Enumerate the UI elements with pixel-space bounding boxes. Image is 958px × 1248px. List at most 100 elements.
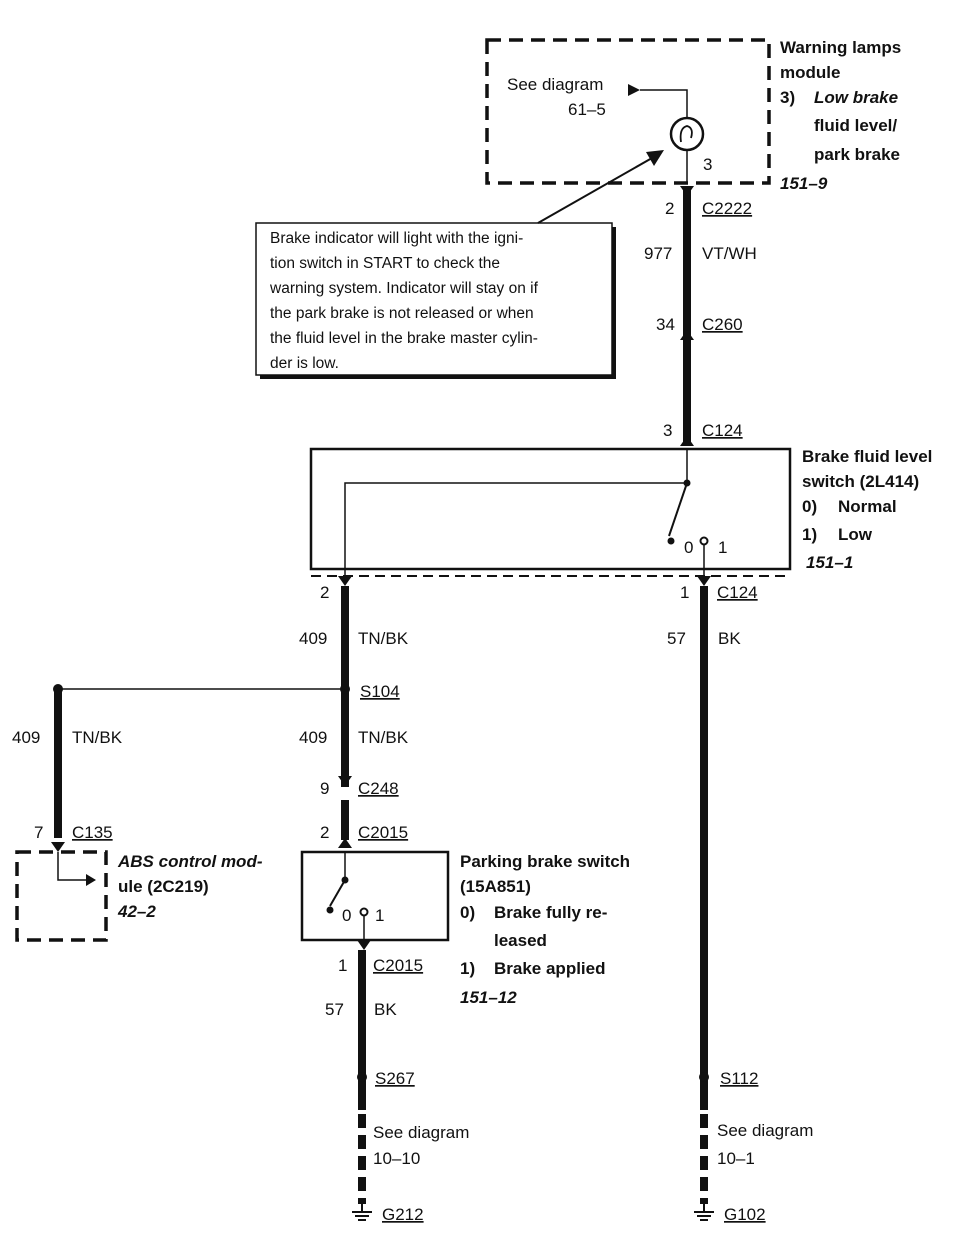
wire-409-middle-number: 409 [299, 728, 327, 747]
fluid-switch-state-1-num: 1) [802, 525, 817, 544]
left-see-diagram-ref: 10–10 [373, 1149, 420, 1168]
connector-c2222-arrow-icon [680, 186, 694, 196]
lamp-filament-icon [679, 125, 693, 143]
c124-top-pin: 3 [663, 421, 672, 440]
c260-label: C260 [702, 315, 743, 334]
c2222-label: C2222 [702, 199, 752, 218]
wire-57-left-color: BK [374, 1000, 397, 1019]
c248-pin: 9 [320, 779, 329, 798]
c135-arrow-icon [51, 842, 65, 852]
warning-module-state-line-3: park brake [814, 145, 900, 164]
c248-arrow-icon [338, 776, 352, 786]
brake-fluid-level-switch-box [309, 447, 792, 571]
note-line-4: the park brake is not released or when [270, 305, 534, 322]
warning-module-title-2: module [780, 63, 840, 82]
c124-bottom-label: C124 [717, 583, 758, 602]
fluid-switch-state-1-text: Low [838, 525, 873, 544]
c135-pin: 7 [34, 823, 43, 842]
wire-57-right-number: 57 [667, 629, 686, 648]
parking-switch-state-0-text-2: leased [494, 931, 547, 950]
note-box [255, 222, 613, 376]
c124-right-arrow-icon [697, 576, 711, 586]
note-callout-arrowhead-icon [646, 150, 664, 166]
note-line-2: tion switch in START to check the [270, 255, 500, 272]
ground-g102-label: G102 [724, 1205, 766, 1224]
fluid-switch-contact-1 [699, 536, 709, 546]
parking-switch-state-1-text: Brake applied [494, 959, 606, 978]
c2222-pin: 2 [665, 199, 674, 218]
note-line-1: Brake indicator will light with the igni… [270, 230, 523, 247]
fluid-switch-blade [668, 482, 688, 537]
lamp-feed-wire [640, 89, 688, 118]
wire-409-upper-number: 409 [299, 629, 327, 648]
parking-switch-state-1-num: 1) [460, 959, 475, 978]
fluid-switch-state-0-text: Normal [838, 497, 897, 516]
splice-s104-label: S104 [360, 682, 400, 701]
left-see-diagram-label: See diagram [373, 1123, 469, 1142]
fluid-switch-internal-wire-left [344, 482, 687, 576]
parking-switch-state-0-text-1: Brake fully re- [494, 903, 607, 922]
c124-right-pin: 1 [680, 583, 689, 602]
ground-g212-label: G212 [382, 1205, 424, 1224]
parking-switch-blade [329, 879, 346, 907]
abs-internal-wire [57, 852, 86, 881]
note-line-6: der is low. [270, 355, 339, 372]
parking-switch-ref: 151–12 [460, 988, 517, 1007]
splice-s112-dot [699, 1072, 709, 1082]
warning-see-diagram-label: See diagram [507, 75, 603, 94]
wire-977-color: VT/WH [702, 244, 757, 263]
warning-lamps-module-box [485, 38, 771, 185]
c2015-bottom-pin: 1 [338, 956, 347, 975]
wire-409-abs-color: TN/BK [72, 728, 123, 747]
abs-title-2: ule (2C219) [118, 877, 209, 896]
c2015-bottom-arrow-icon [357, 940, 371, 950]
right-see-diagram-ref: 10–1 [717, 1149, 755, 1168]
fluid-switch-title-1: Brake fluid level [802, 447, 932, 466]
parking-brake-switch-box [300, 850, 450, 942]
connector-c260-arrow-icon [680, 330, 694, 340]
wire-977-number: 977 [644, 244, 672, 263]
parking-switch-title-1: Parking brake switch [460, 852, 630, 871]
abs-control-module-box [15, 850, 108, 942]
c2015-top-pin: 2 [320, 823, 329, 842]
c124-left-pin: 2 [320, 583, 329, 602]
c135-label: C135 [72, 823, 113, 842]
warning-module-title-1: Warning lamps [780, 38, 901, 57]
wire-409-upper-color: TN/BK [358, 629, 409, 648]
note-line-5: the fluid level in the brake master cyli… [270, 330, 538, 347]
warning-module-state-line-2: fluid level/ [814, 116, 897, 135]
splice-s267-dot [357, 1072, 367, 1082]
parking-switch-pos-0: 0 [342, 906, 351, 925]
wire-409-middle-color: TN/BK [358, 728, 409, 747]
right-see-diagram-label: See diagram [717, 1121, 813, 1140]
wire-57-left-number: 57 [325, 1000, 344, 1019]
fluid-switch-pos-1: 1 [718, 538, 727, 557]
abs-input-arrowhead-icon [86, 874, 96, 886]
c124-top-label: C124 [702, 421, 743, 440]
parking-switch-title-2: (15A851) [460, 877, 531, 896]
parking-switch-contact-0 [326, 906, 334, 914]
note-callout-line [537, 157, 653, 224]
brake-warning-lamp-icon [669, 116, 705, 152]
note-line-3: warning system. Indicator will stay on i… [269, 280, 539, 297]
warning-module-ref: 151–9 [780, 174, 828, 193]
fluid-switch-ref: 151–1 [806, 553, 853, 572]
parking-switch-contact-1 [359, 907, 369, 917]
splice-s267-label: S267 [375, 1069, 415, 1088]
c248-label: C248 [358, 779, 399, 798]
warning-module-state-line-1: Low brake [814, 88, 898, 107]
fluid-switch-title-2: switch (2L414) [802, 472, 919, 491]
c2015-top-arrow-icon [338, 838, 352, 848]
parking-switch-state-0-num: 0) [460, 903, 475, 922]
fluid-switch-state-0-num: 0) [802, 497, 817, 516]
c124-left-arrow-icon [338, 576, 352, 586]
ground-g102-icon [694, 1204, 714, 1221]
connector-c124-top-arrow-icon [680, 436, 694, 446]
warning-module-state-num: 3) [780, 88, 795, 107]
abs-ref: 42–2 [117, 902, 156, 921]
parking-switch-pos-1: 1 [375, 906, 384, 925]
c2015-bottom-label: C2015 [373, 956, 423, 975]
lamp-pin-label: 3 [703, 155, 712, 174]
warning-see-diagram-ref: 61–5 [568, 100, 606, 119]
